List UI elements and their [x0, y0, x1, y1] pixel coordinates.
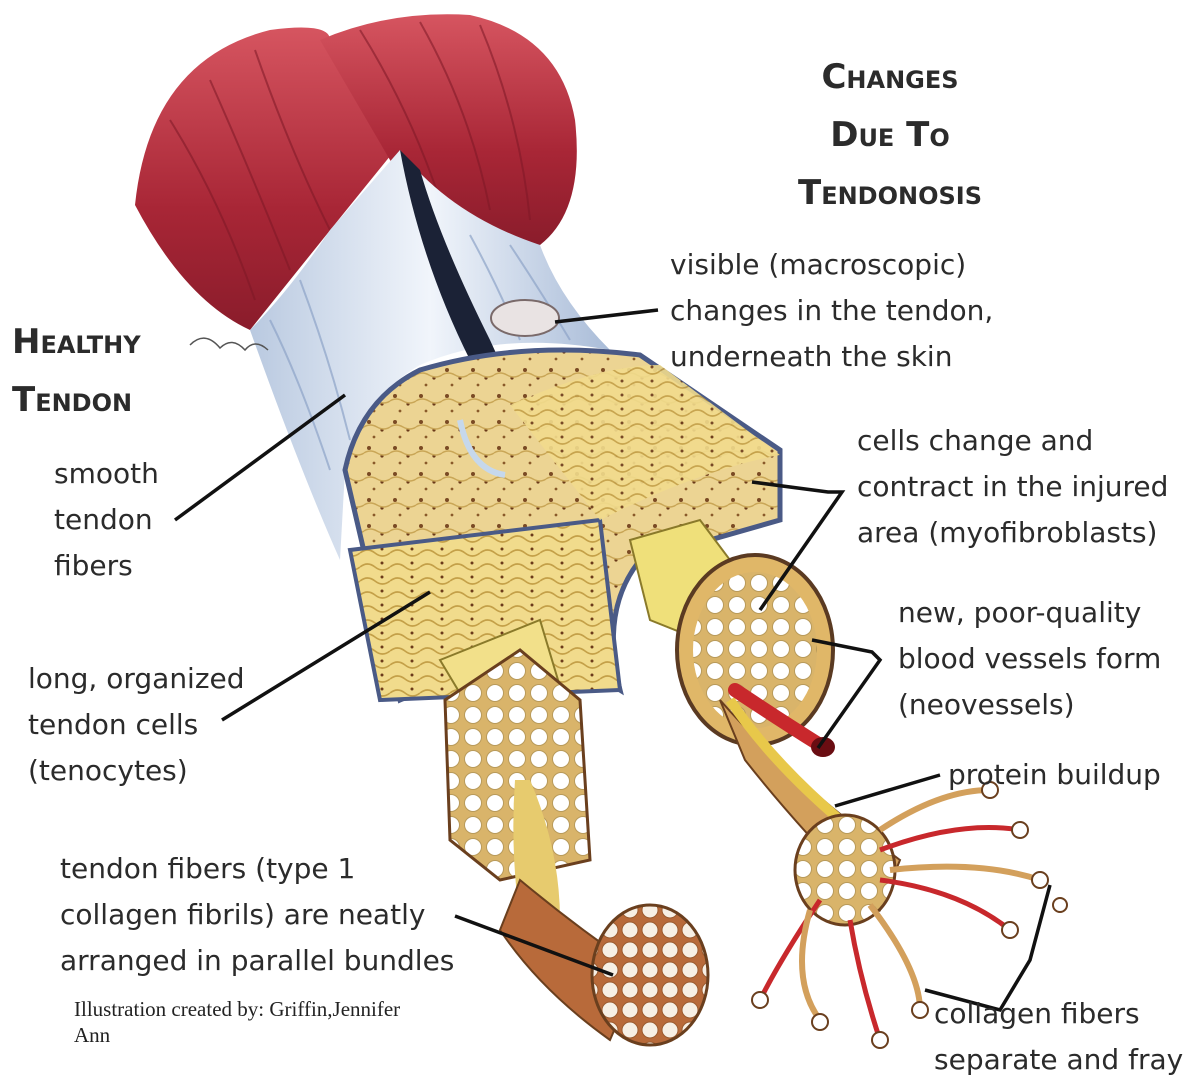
label-long-line-1: long, organized	[28, 656, 245, 702]
label-visible-line-2: changes in the tendon,	[670, 288, 993, 334]
illustration-credit: Illustration created by: Griffin,Jennife…	[74, 996, 494, 1048]
label-cells-change: cells change and contract in the injured…	[857, 418, 1168, 556]
heading-healthy-line-1: Healthy	[12, 313, 141, 371]
label-vessels-line-3: (neovessels)	[898, 682, 1161, 728]
label-smooth-line-2: tendon	[54, 497, 159, 543]
heading-changes-line-3: Tendonosis	[770, 164, 1010, 222]
label-vessels-line-2: blood vessels form	[898, 636, 1161, 682]
label-fibers-line-1: tendon fibers (type 1	[60, 846, 454, 892]
label-protein-buildup: protein buildup	[948, 752, 1161, 798]
label-visible-changes: visible (macroscopic) changes in the ten…	[670, 242, 993, 380]
label-vessels-line-1: new, poor-quality	[898, 590, 1161, 636]
heading-changes-line-2: Due To	[770, 106, 1010, 164]
label-cells-line-2: contract in the injured	[857, 464, 1168, 510]
label-fibers-line-3: arranged in parallel bundles	[60, 938, 454, 984]
credit-line-2: Ann	[74, 1022, 494, 1048]
label-smooth-line-1: smooth	[54, 451, 159, 497]
heading-changes: Changes Due To Tendonosis	[770, 48, 1010, 222]
label-new-vessels: new, poor-quality blood vessels form (ne…	[898, 590, 1161, 728]
credit-line-1: Illustration created by: Griffin,Jennife…	[74, 996, 494, 1022]
label-cells-line-1: cells change and	[857, 418, 1168, 464]
label-fibers-line-2: collagen fibrils) are neatly	[60, 892, 454, 938]
label-tendon-fibers: tendon fibers (type 1 collagen fibrils) …	[60, 846, 454, 984]
label-visible-line-1: visible (macroscopic)	[670, 242, 993, 288]
label-smooth-line-3: fibers	[54, 543, 159, 589]
label-collagen-fray: collagen fibers separate and fray	[934, 991, 1183, 1083]
lesion	[491, 300, 559, 336]
label-smooth-fibers: smooth tendon fibers	[54, 451, 159, 589]
label-long-cells: long, organized tendon cells (tenocytes)	[28, 656, 245, 794]
heading-healthy: Healthy Tendon	[12, 313, 141, 429]
heading-healthy-line-2: Tendon	[12, 371, 141, 429]
label-collagen-line-1: collagen fibers	[934, 991, 1183, 1037]
label-cells-line-3: area (myofibroblasts)	[857, 510, 1168, 556]
label-collagen-line-2: separate and fray	[934, 1037, 1183, 1083]
label-visible-line-3: underneath the skin	[670, 334, 993, 380]
label-long-line-2: tendon cells	[28, 702, 245, 748]
heading-changes-line-1: Changes	[770, 48, 1010, 106]
label-long-line-3: (tenocytes)	[28, 748, 245, 794]
